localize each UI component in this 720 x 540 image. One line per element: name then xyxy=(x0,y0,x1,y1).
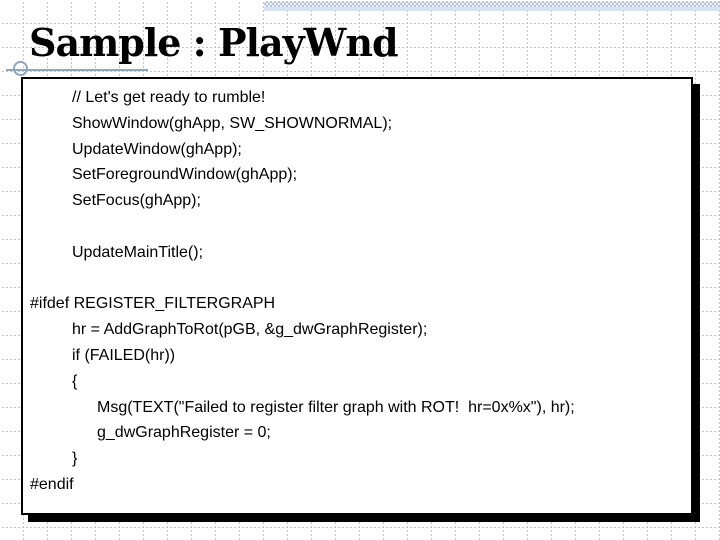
code-line xyxy=(23,266,691,292)
code-line: #ifdef REGISTER_FILTERGRAPH xyxy=(30,295,276,313)
code-line: hr = AddGraphToRot(pGB, &g_dwGraphRegist… xyxy=(72,321,428,339)
top-band-light-strip xyxy=(264,7,720,11)
code-line: Msg(TEXT("Failed to register filter grap… xyxy=(97,398,575,416)
title-underline-circle-icon xyxy=(13,61,28,76)
code-line: } xyxy=(72,450,78,468)
code-line xyxy=(23,214,691,240)
code-lines: // Let's get ready to rumble! ShowWindow(… xyxy=(23,79,691,498)
code-line: ShowWindow(ghApp, SW_SHOWNORMAL); xyxy=(72,114,393,132)
code-box: // Let's get ready to rumble! ShowWindow(… xyxy=(21,77,693,515)
code-line: #endif xyxy=(30,475,74,493)
code-line: SetForegroundWindow(ghApp); xyxy=(72,166,298,184)
code-line: if (FAILED(hr)) xyxy=(72,346,176,364)
top-band-checker-strip xyxy=(264,1,720,7)
code-line: // Let's get ready to rumble! xyxy=(72,89,266,106)
code-line: { xyxy=(72,372,78,390)
code-line: UpdateWindow(ghApp); xyxy=(72,140,242,158)
top-decoration-band xyxy=(264,1,720,11)
code-line: SetFocus(ghApp); xyxy=(72,192,201,210)
code-line: g_dwGraphRegister = 0; xyxy=(97,424,271,442)
title-underline-line xyxy=(6,69,148,71)
slide-title: Sample : PlayWnd xyxy=(29,20,399,65)
code-line: UpdateMainTitle(); xyxy=(72,243,204,261)
